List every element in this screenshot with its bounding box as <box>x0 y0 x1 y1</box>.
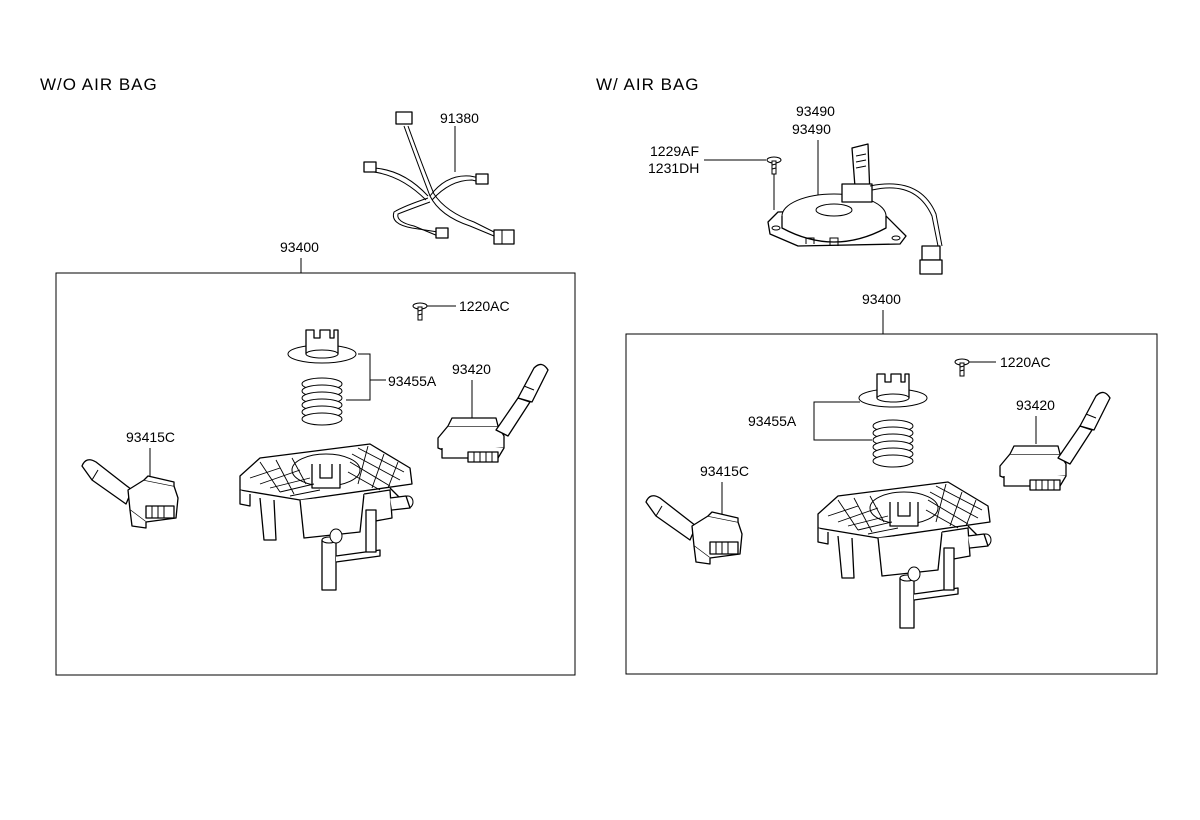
assembly-box-right <box>625 333 1158 675</box>
label-93415C-left: 93415C <box>126 429 175 445</box>
label-93420-left: 93420 <box>452 361 491 377</box>
label-93455A-left: 93455A <box>388 373 437 389</box>
label-93420-right: 93420 <box>1016 397 1055 413</box>
bolt-icon <box>766 156 782 175</box>
section-with-airbag: W/ AIR BAG 93490 93490 1229AF 1231DH <box>596 75 1158 675</box>
switch-body-icon <box>817 481 992 629</box>
label-93400-left: 93400 <box>280 239 319 255</box>
label-93490-b: 93490 <box>792 121 831 137</box>
label-93490-a: 93490 <box>796 103 835 119</box>
label-1220AC-left: 1220AC <box>459 298 510 314</box>
label-1220AC-right: 1220AC <box>1000 354 1051 370</box>
light-switch-icon <box>645 495 743 565</box>
label-93415C-right: 93415C <box>700 463 749 479</box>
label-91380: 91380 <box>440 110 479 126</box>
bushing-icon <box>287 329 357 364</box>
section-without-airbag: W/O AIR BAG 91380 93400 1220AC <box>40 75 576 676</box>
bushing-icon <box>858 373 928 408</box>
clock-spring-icon <box>767 143 943 275</box>
label-93400-right: 93400 <box>862 291 901 307</box>
light-switch-icon <box>81 459 179 529</box>
section-title-left: W/O AIR BAG <box>40 75 158 94</box>
spring-icon <box>872 419 914 468</box>
assembly-box-left <box>55 272 576 676</box>
wiring-harness <box>363 111 515 245</box>
section-title-right: W/ AIR BAG <box>596 75 700 94</box>
spring-icon <box>301 377 343 426</box>
screw-icon <box>954 358 970 377</box>
switch-body-icon <box>239 443 414 591</box>
label-1229AF: 1229AF <box>650 143 699 159</box>
wiper-switch-icon <box>437 363 549 463</box>
label-93455A-right: 93455A <box>748 413 797 429</box>
label-1231DH: 1231DH <box>648 160 699 176</box>
screw-icon <box>412 302 428 321</box>
